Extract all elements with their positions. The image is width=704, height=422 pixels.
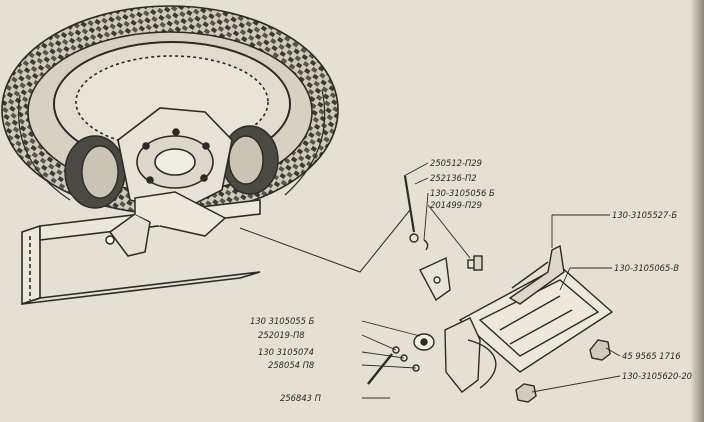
part-label: 250512-П29 (430, 158, 482, 168)
part-label: 130 3105055 Б (250, 316, 315, 326)
wheel-disc (117, 107, 233, 213)
part-label: 130 3105074 (258, 347, 314, 357)
assembly-leader-line (239, 209, 411, 273)
tyre-section-left (64, 135, 126, 209)
part-label: 252136-П2 (430, 173, 477, 183)
page-edge-shadow (690, 0, 704, 422)
leader-lines (361, 162, 621, 399)
part-label: 130-3105065-В (614, 263, 679, 273)
part-label: 130-3105056 Б (430, 188, 495, 198)
part-label: 256843 П (280, 393, 322, 403)
part-label: 130-3105620-20 (622, 371, 692, 381)
tyre-section-right (221, 125, 279, 195)
part-label: 258054 П8 (268, 360, 314, 370)
part-labels: 250512-П29 252136-П2 130-3105056 Б 20149… (250, 158, 692, 403)
part-label: 130-3105527-Б (612, 210, 677, 220)
carrier-bracket-installed (105, 191, 227, 257)
exploded-parts (367, 175, 614, 403)
part-label: 201499-П29 (430, 200, 482, 210)
part-label: 252019-П8 (258, 330, 305, 340)
part-label: 45 9565 1716 (622, 351, 681, 361)
